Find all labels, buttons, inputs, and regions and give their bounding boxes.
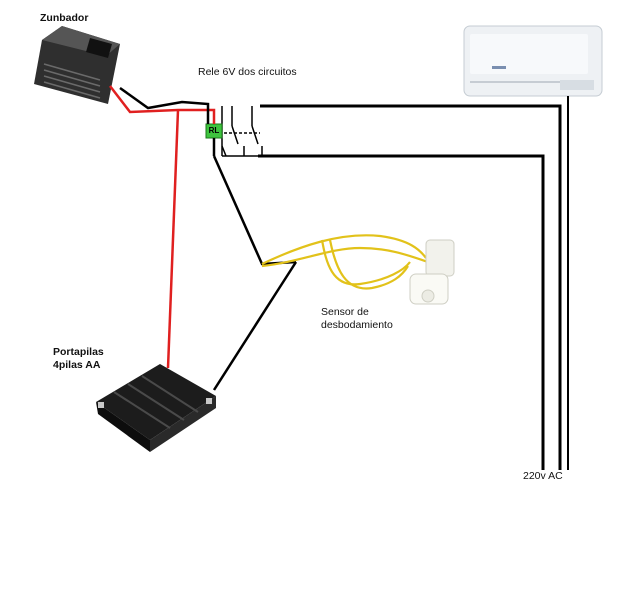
- mains-wires: [258, 96, 569, 470]
- relay-coil-label: RL: [208, 126, 220, 135]
- mains-label: 220v AC: [523, 470, 563, 482]
- red-wires: [109, 85, 216, 369]
- battery-holder-icon: [96, 364, 216, 452]
- buzzer-icon: [34, 26, 120, 104]
- sensor-label: Sensor de desbodamiento: [321, 306, 393, 332]
- battery-label-line2: 4pilas AA: [53, 359, 101, 371]
- float-sensor-icon: [261, 234, 455, 305]
- battery-label-line1: Portapilas: [53, 346, 104, 358]
- sensor-label-line1: Sensor de: [321, 306, 369, 318]
- relay-label: Rele 6V dos circuitos: [198, 66, 297, 78]
- battery-label: Portapilas 4pilas AA: [53, 346, 104, 372]
- relay-contacts: [214, 106, 263, 157]
- sensor-label-line2: desbodamiento: [321, 319, 393, 331]
- air-conditioner-icon: [463, 25, 603, 97]
- buzzer-label: Zunbador: [40, 12, 89, 24]
